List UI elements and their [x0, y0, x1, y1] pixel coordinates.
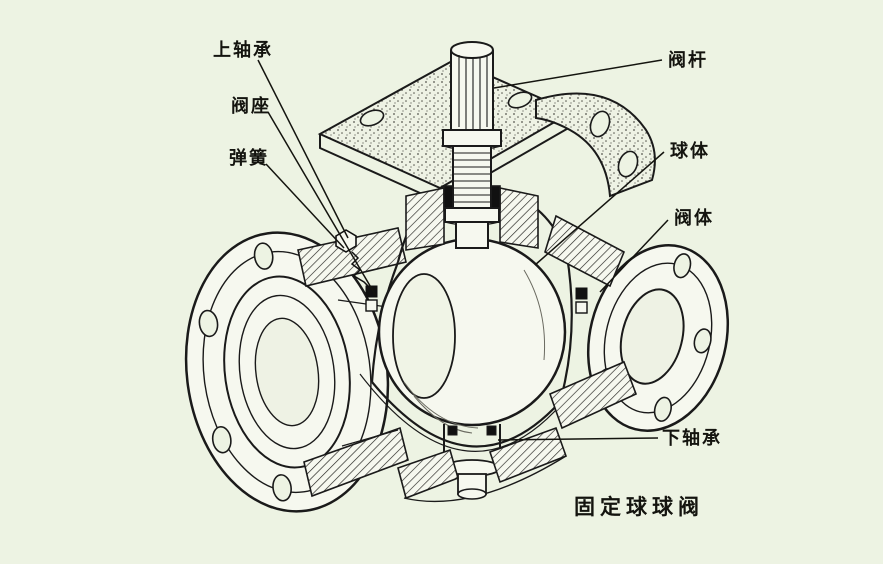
plate-hole	[359, 109, 385, 127]
bolt-hole	[253, 242, 274, 270]
stem-threads	[453, 152, 491, 203]
stem-splines	[458, 55, 488, 130]
bolt-hole	[653, 396, 672, 422]
right-flange	[544, 214, 730, 432]
right-neck-section	[544, 214, 626, 288]
leader-line-lower-bearing	[497, 437, 659, 441]
left-neck-section	[297, 227, 409, 498]
left-flange	[184, 231, 390, 513]
stem-packing	[490, 185, 501, 211]
label-spring: 弹簧	[229, 147, 269, 168]
bracket-hole	[589, 110, 611, 138]
lower-bearing-seal	[447, 425, 458, 436]
bolt-hole	[198, 309, 219, 338]
ball	[377, 237, 567, 434]
label-valve-body: 阀体	[674, 207, 714, 228]
right-neck-section	[548, 360, 638, 430]
label-valve-stem: 阀杆	[668, 49, 708, 70]
label-upper-bearing: 上轴承	[213, 39, 273, 60]
bracket-hole	[617, 150, 639, 178]
leader-lines	[257, 59, 669, 441]
bolt-hole	[673, 253, 692, 279]
bottom-trunnion	[397, 424, 568, 500]
label-ball: 球体	[670, 140, 710, 161]
stem-packing	[443, 185, 454, 211]
leader-line-spring	[265, 163, 345, 249]
valve-stem-assembly	[442, 41, 502, 249]
leader-line-valve-seat	[267, 111, 377, 297]
leader-line-valve-body	[599, 219, 669, 293]
seat-rings	[365, 285, 588, 314]
bolt-hole	[211, 426, 232, 454]
plate-hole	[507, 91, 533, 109]
leader-line-valve-stem	[493, 59, 663, 89]
bolt-hole	[272, 474, 292, 502]
lower-bearing-seal	[486, 425, 497, 436]
leader-line-upper-bearing	[257, 59, 349, 239]
label-valve-seat: 阀座	[231, 95, 271, 116]
leader-line-ball	[534, 151, 665, 266]
support-bracket	[535, 92, 656, 198]
label-lower-bearing: 下轴承	[662, 427, 722, 448]
ball-bore	[392, 273, 456, 399]
diagram-title: 固定球球阀	[574, 495, 704, 519]
bolt-hole	[693, 328, 712, 354]
